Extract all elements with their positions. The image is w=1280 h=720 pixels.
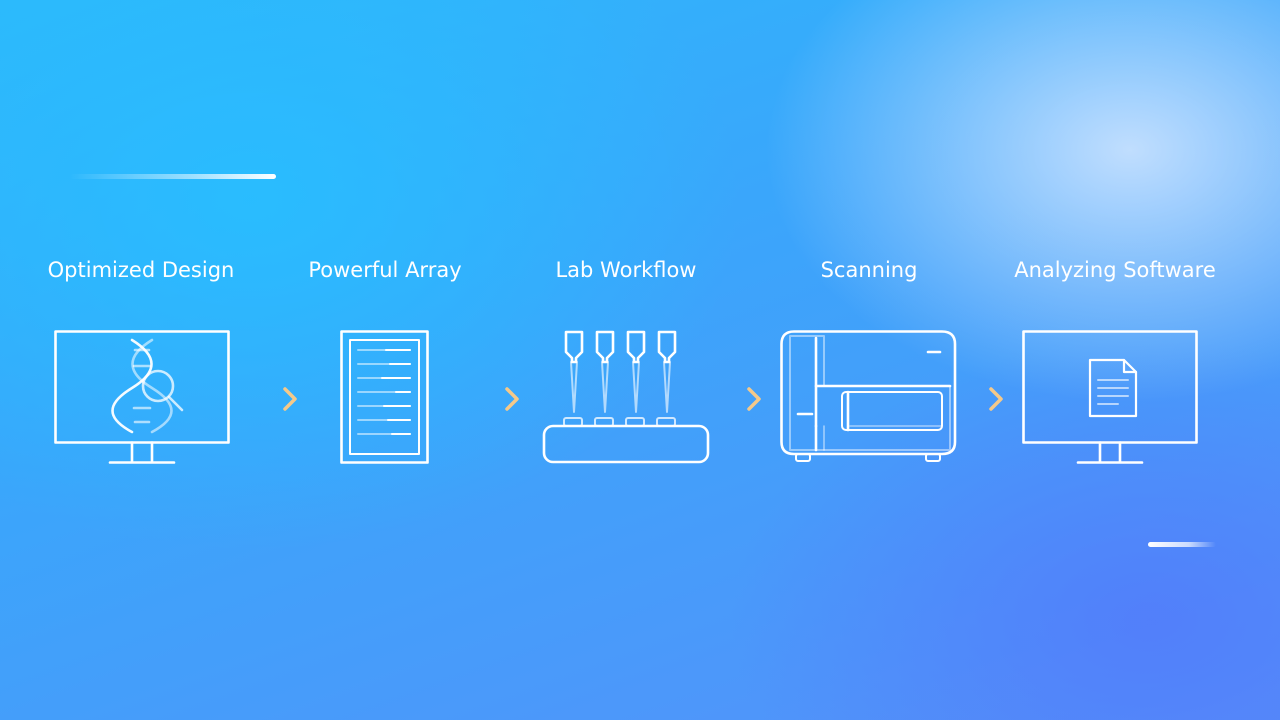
monitor-document-icon <box>1022 330 1198 466</box>
array-chip-icon <box>340 330 430 466</box>
step-label-scanning: Scanning <box>820 258 918 282</box>
step-label-lab-workflow: Lab Workflow <box>555 258 697 282</box>
pipette-rack-icon <box>542 328 712 466</box>
monitor-dna-search-icon <box>54 330 230 466</box>
chevron-right-icon <box>281 385 299 417</box>
chevron-right-icon <box>503 385 521 417</box>
step-label-optimized-design: Optimized Design <box>47 258 235 282</box>
chevron-right-icon <box>987 385 1005 417</box>
light-streak-top <box>70 174 276 179</box>
chevron-right-icon <box>745 385 763 417</box>
step-label-analyzing-software: Analyzing Software <box>1014 258 1216 282</box>
scanner-machine-icon <box>780 330 958 466</box>
step-label-powerful-array: Powerful Array <box>308 258 462 282</box>
light-streak-bottom <box>1148 542 1216 547</box>
